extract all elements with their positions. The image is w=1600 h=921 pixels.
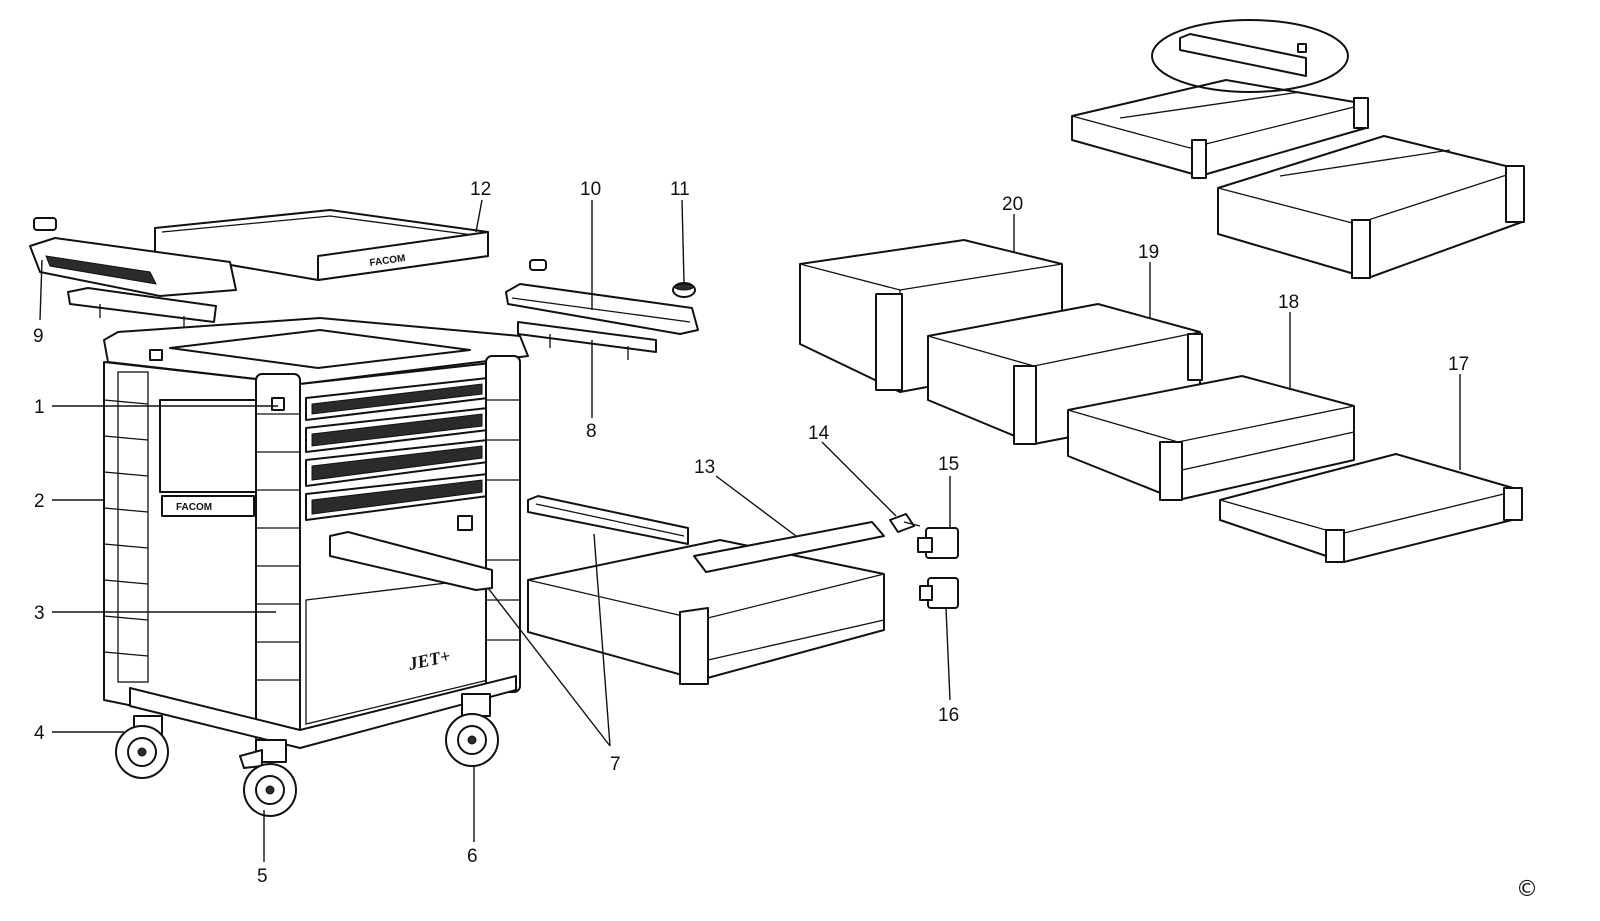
drawer-18 bbox=[1067, 375, 1355, 501]
right-handle bbox=[505, 259, 699, 360]
callout-10: 10 bbox=[580, 179, 601, 200]
castor-front-left bbox=[115, 715, 169, 779]
castor-rear-right bbox=[445, 693, 499, 767]
callout-17: 17 bbox=[1448, 354, 1469, 375]
callout-2: 2 bbox=[34, 491, 45, 512]
side-brand-label: FACOM bbox=[176, 502, 212, 513]
drawer-13 bbox=[527, 521, 885, 685]
callout-13: 13 bbox=[694, 457, 715, 478]
drawer-top-right-a bbox=[1071, 79, 1369, 179]
left-handle bbox=[29, 217, 237, 330]
front-drawers bbox=[305, 377, 489, 521]
callout-11: 11 bbox=[670, 179, 690, 200]
callout-labels: 1 2 3 4 5 6 7 8 9 10 11 12 13 14 15 16 1… bbox=[33, 179, 1538, 902]
callout-15: 15 bbox=[938, 454, 959, 475]
lock-key bbox=[889, 513, 921, 533]
post-ribs bbox=[256, 413, 300, 681]
highlight-rail bbox=[1151, 19, 1349, 93]
lock-16 bbox=[919, 577, 959, 609]
drawer-top-right-b bbox=[1217, 135, 1525, 279]
lid-brand-label: FACOM bbox=[369, 253, 406, 269]
callout-12: 12 bbox=[470, 179, 491, 200]
copyright-mark: © bbox=[1516, 877, 1538, 902]
lock-15 bbox=[917, 527, 959, 559]
callout-5: 5 bbox=[257, 866, 268, 887]
drawer-17 bbox=[1219, 453, 1523, 563]
leader-lines bbox=[39, 199, 1461, 862]
callout-7: 7 bbox=[610, 754, 621, 775]
side-badge: FACOM bbox=[161, 495, 255, 517]
callout-20: 20 bbox=[1002, 194, 1023, 215]
callout-16: 16 bbox=[938, 705, 959, 726]
callout-1: 1 bbox=[34, 397, 45, 418]
callout-18: 18 bbox=[1278, 292, 1299, 313]
castor-front-brake bbox=[239, 739, 297, 817]
side-ribs bbox=[103, 399, 149, 657]
callout-4: 4 bbox=[34, 723, 45, 744]
callout-6: 6 bbox=[467, 846, 478, 867]
callout-8: 8 bbox=[586, 421, 597, 442]
callout-3: 3 bbox=[34, 603, 45, 624]
callout-9: 9 bbox=[33, 326, 44, 347]
top-lid: FACOM bbox=[154, 209, 489, 281]
drawer-runner bbox=[527, 495, 689, 545]
cabinet: FACOM JET+ bbox=[103, 317, 529, 749]
callout-14: 14 bbox=[808, 423, 830, 444]
callout-19: 19 bbox=[1138, 242, 1159, 263]
